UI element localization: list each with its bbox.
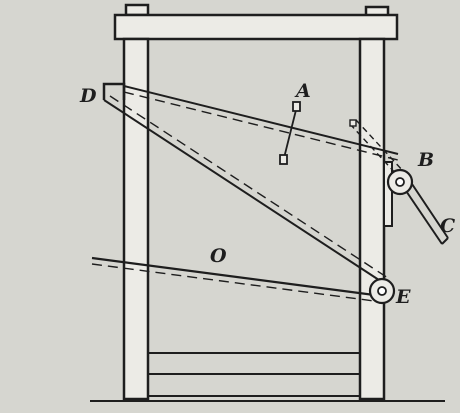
wire-d-e xyxy=(103,95,389,283)
label-d: D xyxy=(79,85,97,107)
left-post xyxy=(122,37,150,401)
label-e: E xyxy=(395,286,411,308)
right-post xyxy=(358,37,386,401)
label-o: O xyxy=(210,245,227,267)
weight-a xyxy=(279,101,301,165)
pulley-b xyxy=(349,119,449,245)
bottom-rails xyxy=(148,352,360,397)
label-a: A xyxy=(294,80,311,102)
wire-d-b xyxy=(123,85,399,161)
pulley-e xyxy=(368,277,396,305)
label-b: B xyxy=(417,149,434,171)
label-c: C xyxy=(440,215,455,237)
wire-o xyxy=(91,256,383,303)
top-beam xyxy=(113,3,399,41)
